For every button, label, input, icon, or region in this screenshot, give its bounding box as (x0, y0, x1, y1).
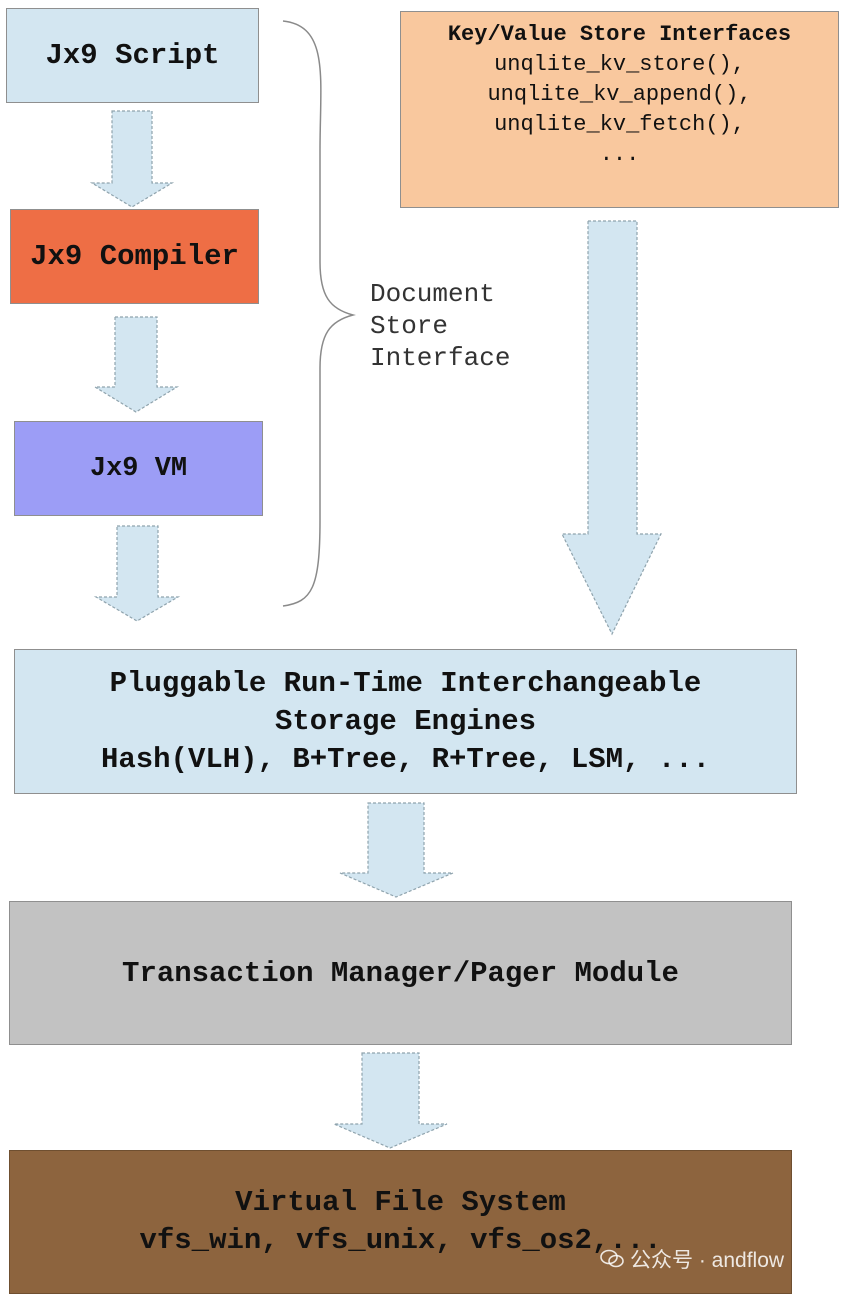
arrow-script-to-compiler (89, 110, 175, 208)
kv-title: Key/Value Store Interfaces (447, 22, 792, 47)
transaction-manager-label: Transaction Manager/Pager Module (122, 956, 679, 990)
jx9-compiler-box: Jx9 Compiler (10, 209, 259, 304)
jx9-compiler-label: Jx9 Compiler (30, 240, 239, 273)
kv-function-line: ... (599, 142, 640, 167)
kv-function-line: unqlite_kv_fetch(), (494, 112, 745, 137)
transaction-manager-box: Transaction Manager/Pager Module (9, 901, 792, 1045)
arrow-kv-to-storage (561, 220, 662, 636)
arrow-compiler-to-vm (92, 316, 180, 413)
wechat-icon (600, 1249, 624, 1268)
vfs-line: vfs_win, vfs_unix, vfs_os2,... (139, 1224, 662, 1257)
kv-function-line: unqlite_kv_append(), (487, 82, 752, 107)
arrow-storage-to-txn (339, 802, 454, 898)
vfs-line: Virtual File System (235, 1186, 566, 1219)
arrow-vm-to-storage (93, 525, 181, 622)
watermark-text: 公众号 · andflow (630, 1249, 785, 1272)
storage-engines-box: Pluggable Run-Time Interchangeable Stora… (14, 649, 797, 794)
document-store-brace (282, 20, 356, 607)
arrow-txn-to-vfs (333, 1052, 448, 1149)
jx9-script-label: Jx9 Script (45, 39, 220, 72)
jx9-vm-box: Jx9 VM (14, 421, 263, 516)
storage-line: Hash(VLH), B+Tree, R+Tree, LSM, ... (100, 742, 711, 776)
jx9-vm-label: Jx9 VM (89, 453, 188, 484)
jx9-script-box: Jx9 Script (6, 8, 259, 103)
virtual-file-system-box: Virtual File System vfs_win, vfs_unix, v… (9, 1150, 792, 1294)
document-store-interface-label: Document Store Interface (370, 278, 510, 374)
document-store-line: Interface (370, 343, 511, 373)
kv-store-interfaces-box: Key/Value Store Interfaces unqlite_kv_st… (400, 11, 839, 208)
watermark: 公众号 · andflow (600, 1244, 784, 1274)
document-store-line: Store (370, 311, 449, 341)
kv-function-line: unqlite_kv_store(), (494, 52, 745, 77)
document-store-line: Document (370, 279, 495, 309)
storage-line: Storage Engines (274, 704, 537, 738)
storage-line: Pluggable Run-Time Interchangeable (109, 666, 702, 700)
